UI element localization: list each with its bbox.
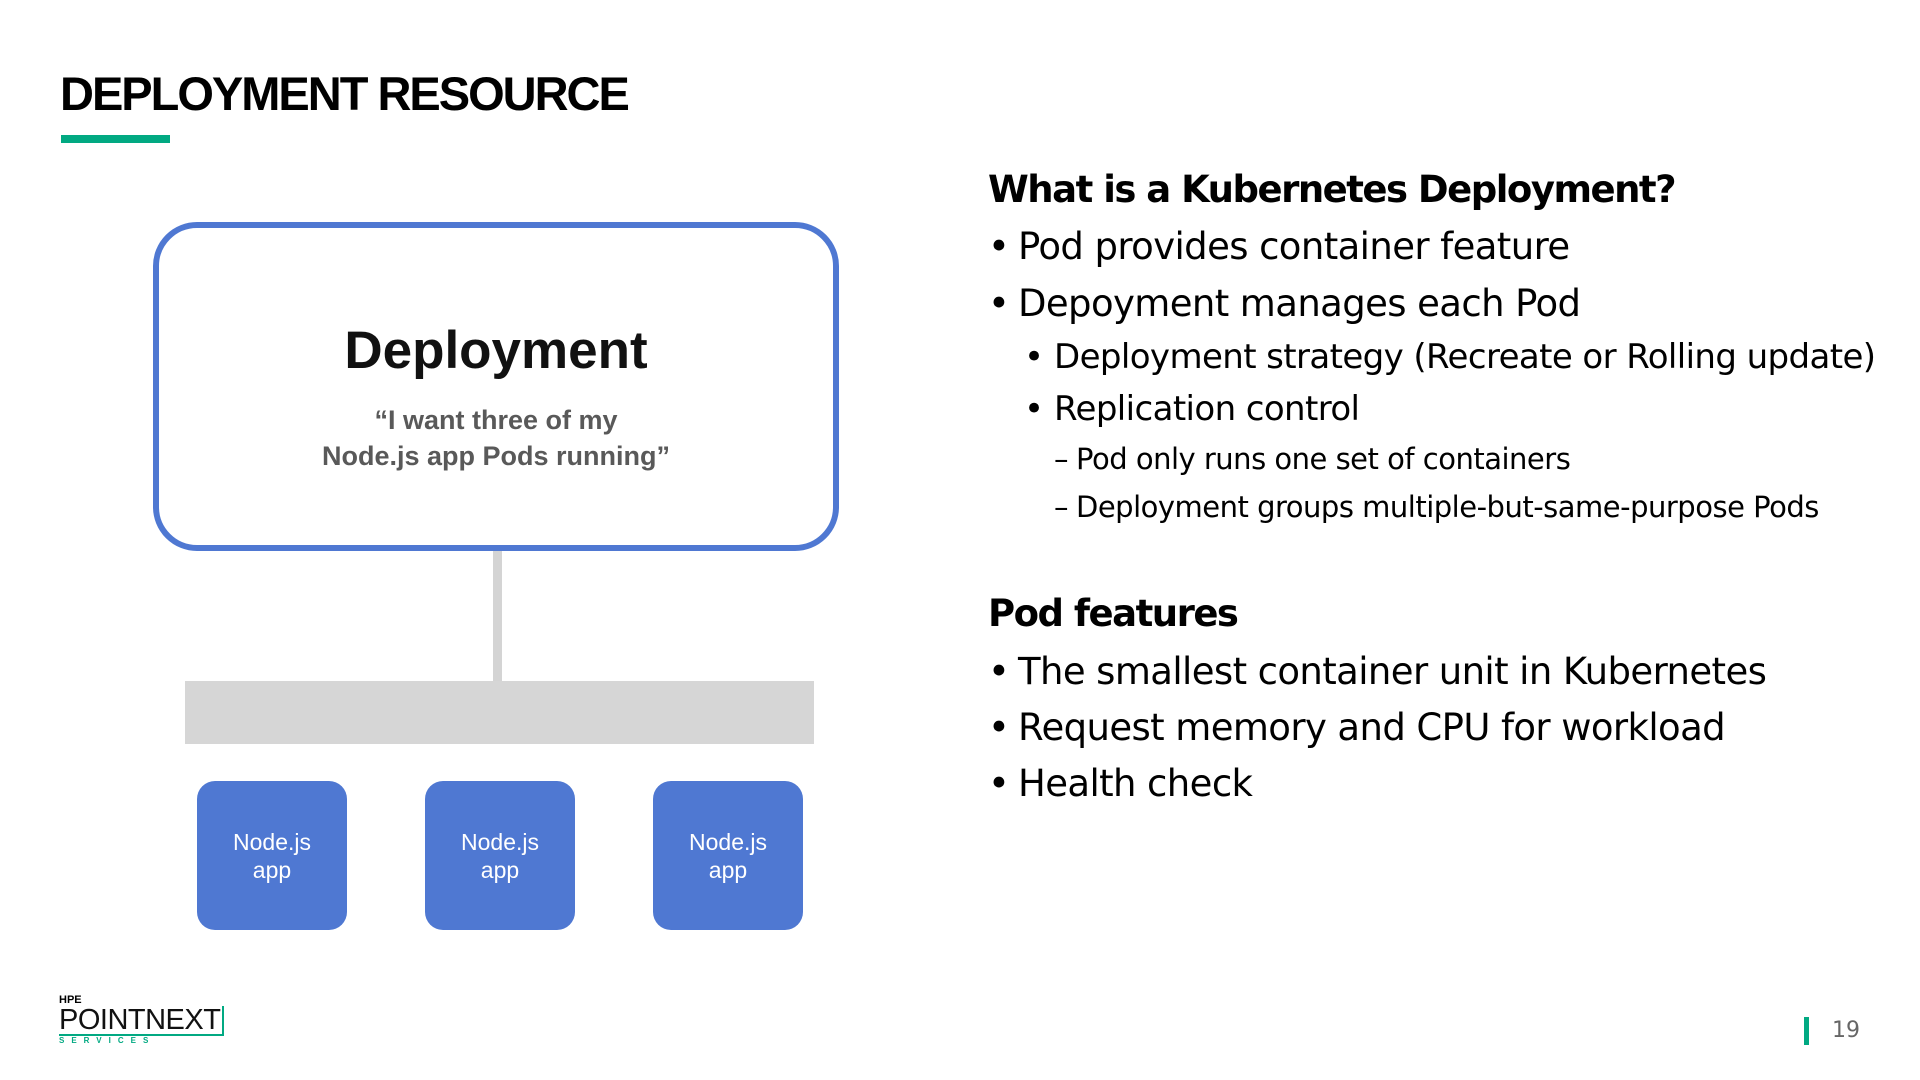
section-heading: Pod features: [988, 592, 1239, 635]
title-underline: [61, 135, 170, 143]
bullet-item: Depoyment manages each Pod: [988, 282, 1581, 325]
logo-hpe-text: HPE: [59, 994, 82, 1006]
dash-item: Deployment groups multiple-but-same-purp…: [1054, 490, 1819, 524]
slide-title: DEPLOYMENT RESOURCE: [60, 67, 630, 120]
deployment-box: Deployment “I want three of my Node.js a…: [153, 222, 839, 551]
pod-label: Node.js app: [233, 828, 311, 883]
deployment-title: Deployment: [344, 321, 648, 380]
sub-bullet-item: Deployment strategy (Recreate or Rolling…: [1024, 337, 1876, 377]
dash-item: Pod only runs one set of containers: [1054, 442, 1571, 476]
logo-sub-text: SERVICES: [59, 1036, 156, 1045]
connector-line: [493, 551, 502, 681]
hpe-pointnext-logo: HPE POINTNEXT SERVICES: [59, 994, 225, 1046]
pod-label: Node.js app: [689, 828, 767, 883]
pod-box: Node.js app: [425, 781, 575, 930]
pod-label: Node.js app: [461, 828, 539, 883]
page-number-accent: [1804, 1017, 1809, 1045]
replicaset-bar: [185, 681, 814, 744]
bullet-item: Pod provides container feature: [988, 225, 1570, 268]
section-heading: What is a Kubernetes Deployment?: [988, 168, 1677, 211]
logo-main-text: POINTNEXT: [59, 1006, 225, 1036]
bullet-item: The smallest container unit in Kubernete…: [988, 650, 1767, 693]
bullet-item: Health check: [988, 762, 1253, 805]
bullet-item: Request memory and CPU for workload: [988, 706, 1726, 749]
sub-bullet-item: Replication control: [1024, 389, 1360, 429]
page-number: 19: [1832, 1018, 1860, 1043]
deployment-quote: “I want three of my Node.js app Pods run…: [321, 405, 670, 471]
pod-box: Node.js app: [653, 781, 803, 930]
pod-box: Node.js app: [197, 781, 347, 930]
